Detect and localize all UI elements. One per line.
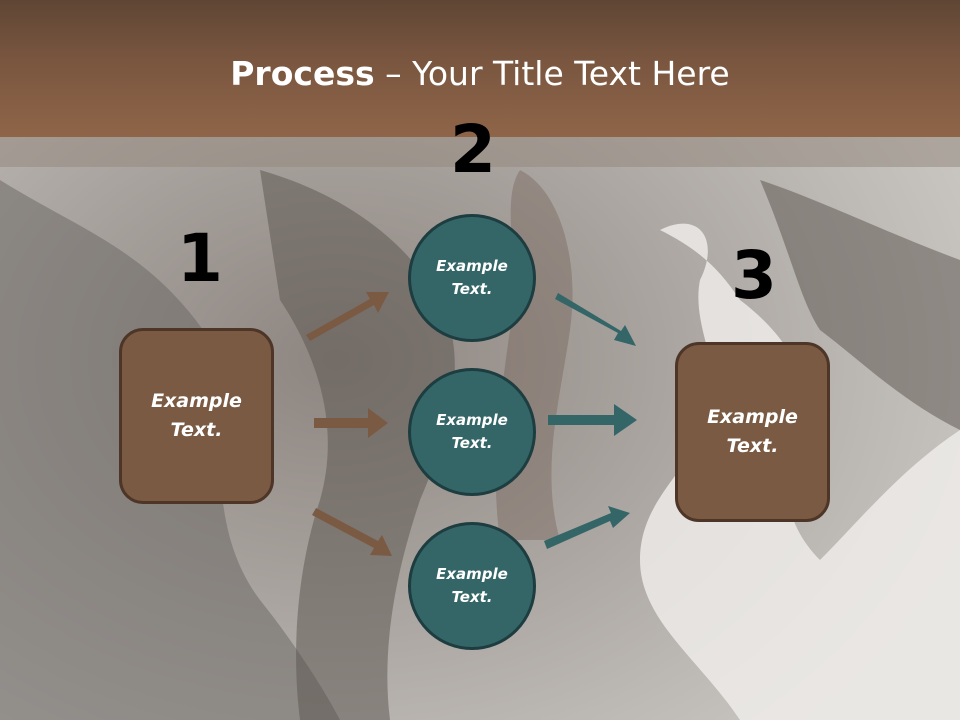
- arrow-box1-to-circle2: [314, 408, 388, 438]
- title-bar: [0, 0, 960, 137]
- arrow-circle3-to-box3: [544, 506, 630, 549]
- step-number-3: 3: [731, 237, 777, 314]
- arrow-circle1-to-box3: [555, 293, 636, 346]
- circle-1-line2: Text.: [451, 280, 493, 298]
- arrow-box1-to-circle3: [312, 508, 392, 556]
- step-2-circle-1[interactable]: Example Text.: [408, 214, 536, 342]
- step-number-2: 2: [450, 111, 496, 188]
- step-1-box-line2: Text.: [170, 419, 223, 441]
- slide-title: Process – Your Title Text Here: [0, 52, 960, 96]
- arrow-circle2-to-box3: [548, 404, 637, 436]
- slide-title-bold: Process: [230, 54, 375, 93]
- circle-3-line1: Example: [436, 565, 508, 583]
- step-3-box-line1: Example: [707, 406, 798, 428]
- circle-3-line2: Text.: [451, 588, 493, 606]
- step-2-circle-3[interactable]: Example Text.: [408, 522, 536, 650]
- circle-2-line1: Example: [436, 411, 508, 429]
- slide-title-rest: – Your Title Text Here: [374, 54, 730, 93]
- step-2-circle-2[interactable]: Example Text.: [408, 368, 536, 496]
- step-3-box[interactable]: Example Text.: [675, 342, 830, 522]
- arrow-box1-to-circle1: [306, 292, 389, 341]
- step-number-1: 1: [177, 220, 223, 297]
- step-1-box[interactable]: Example Text.: [119, 328, 274, 504]
- circle-2-line2: Text.: [451, 434, 493, 452]
- circle-1-line1: Example: [436, 257, 508, 275]
- step-1-box-line1: Example: [151, 390, 242, 412]
- step-3-box-line2: Text.: [726, 435, 779, 457]
- title-bar-band: [0, 137, 960, 167]
